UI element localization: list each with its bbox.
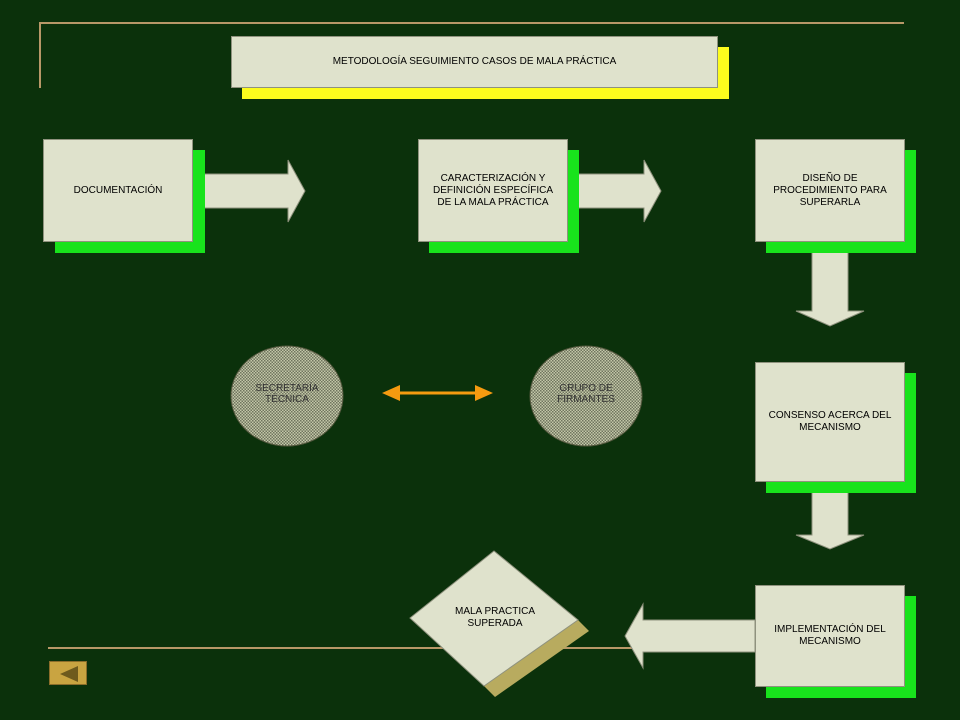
arrow-left xyxy=(624,602,756,670)
firmantes-circle xyxy=(529,345,643,447)
secretaria-circle xyxy=(230,345,344,447)
arrow-right-1 xyxy=(192,159,306,223)
page-title: METODOLOGÍA SEGUIMIENTO CASOS DE MALA PR… xyxy=(231,36,718,88)
back-button[interactable] xyxy=(49,661,87,685)
step-documentacion: DOCUMENTACIÓN xyxy=(43,139,193,242)
step-implementacion: IMPLEMENTACIÓN DEL MECANISMO xyxy=(755,585,905,687)
actor-secretaria: SECRETARÍA TÉCNICA xyxy=(255,383,319,405)
diamond-shape xyxy=(409,550,579,687)
arrow-right-2 xyxy=(567,159,662,223)
step-caracterizacion: CARACTERIZACIÓN Y DEFINICIÓN ESPECÍFICA … xyxy=(418,139,568,242)
step-consenso: CONSENSO ACERCA DEL MECANISMO xyxy=(755,362,905,482)
step-diseno: DISEÑO DE PROCEDIMIENTO PARA SUPERARLA xyxy=(755,139,905,242)
left-rule xyxy=(39,22,41,88)
diamond-shadow xyxy=(484,620,589,697)
double-arrow xyxy=(382,385,493,401)
bottom-rule xyxy=(48,647,768,649)
actor-firmantes: GRUPO DE FIRMANTES xyxy=(557,383,615,405)
step-superada: MALA PRACTICA SUPERADA xyxy=(454,606,536,629)
arrow-down-1 xyxy=(795,241,865,327)
back-arrow-icon xyxy=(60,666,78,682)
top-rule xyxy=(40,22,904,24)
